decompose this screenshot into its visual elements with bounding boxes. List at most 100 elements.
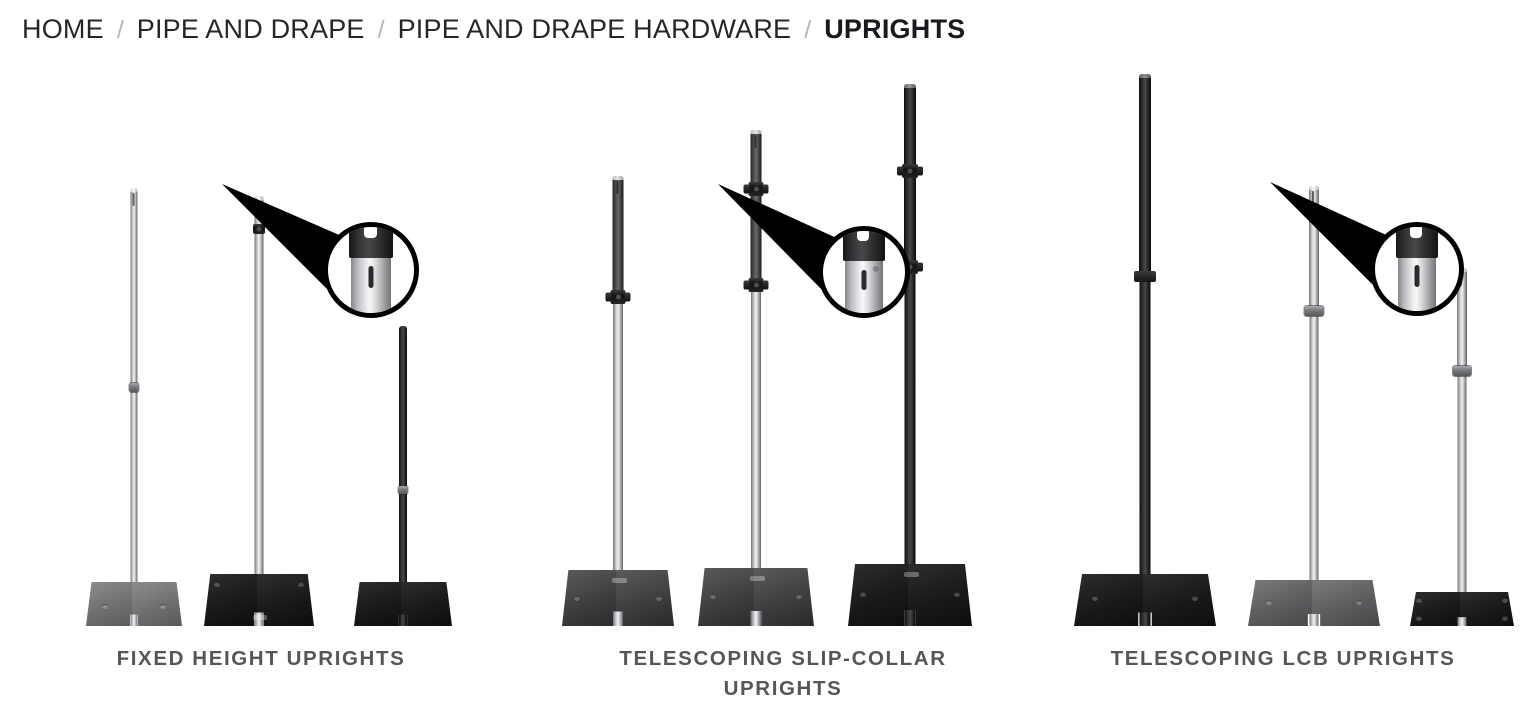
slip-fitter-detail-callout bbox=[710, 178, 942, 358]
base-bolt-icon bbox=[102, 604, 108, 609]
slip-fitter-detail-callout bbox=[1264, 176, 1500, 358]
base-plate-left bbox=[1248, 580, 1316, 626]
collar-wing-left bbox=[605, 292, 612, 302]
collar-wing-right bbox=[917, 166, 923, 176]
collar-wing-left bbox=[897, 166, 903, 176]
base-center-slot bbox=[253, 615, 267, 620]
base-bolt-icon bbox=[1266, 600, 1272, 605]
detail-cap-notch bbox=[1410, 227, 1423, 238]
base-plate-right bbox=[1143, 574, 1216, 626]
fixed-height-upright-black bbox=[354, 311, 452, 626]
category-telescoping-lcb-uprights[interactable]: TELESCOPING LCB UPRIGHTS bbox=[1048, 66, 1518, 714]
lcb-collar-clamp bbox=[1304, 306, 1324, 316]
base-plate-right bbox=[908, 564, 972, 626]
base-bolt-icon bbox=[1416, 598, 1422, 603]
base-bolt-icon bbox=[796, 594, 802, 599]
caption-line-1: TELESCOPING SLIP-COLLAR bbox=[619, 647, 947, 670]
base-plate-left bbox=[354, 582, 405, 626]
collar-wing-left bbox=[743, 280, 750, 290]
slip-collar-clamp-upper bbox=[897, 164, 923, 178]
breadcrumb-separator: / bbox=[377, 16, 385, 44]
fixed-height-upright-silver-tall bbox=[204, 174, 314, 626]
base-center-slot bbox=[904, 572, 919, 577]
product-image-telescoping-lcb-uprights bbox=[1048, 66, 1518, 626]
base-plate-left bbox=[562, 570, 620, 626]
pole-top-cap bbox=[612, 176, 624, 180]
callout-magnifier-circle bbox=[818, 226, 910, 318]
upright-upper-tube bbox=[612, 176, 624, 296]
detail-notched-cap bbox=[843, 231, 885, 261]
telescoping-lcb-upright-silver bbox=[1248, 186, 1380, 626]
base-plate bbox=[204, 574, 314, 626]
lcb-collar-clamp bbox=[1134, 271, 1156, 282]
base-plate-right bbox=[132, 582, 182, 626]
caption-line-2: UPRIGHTS bbox=[723, 677, 843, 700]
slip-fitter-detail-callout bbox=[216, 178, 456, 358]
base-plate-left bbox=[698, 568, 758, 626]
base-bolt-icon bbox=[574, 596, 580, 601]
base-plate-right bbox=[616, 570, 674, 626]
category-telescoping-slip-collar-uprights[interactable]: TELESCOPING SLIP-COLLAR UPRIGHTS bbox=[548, 66, 1018, 714]
telescoping-slip-collar-upright-tall bbox=[698, 116, 814, 626]
detail-pin-slot bbox=[861, 269, 867, 290]
slip-fitter-detail-art bbox=[843, 231, 885, 313]
product-image-fixed-height-uprights bbox=[26, 66, 496, 626]
callout-magnifier-circle bbox=[323, 222, 419, 318]
pole-top-cap bbox=[130, 188, 138, 192]
category-caption-telescoping-slip-collar-uprights: TELESCOPING SLIP-COLLAR UPRIGHTS bbox=[548, 644, 1018, 704]
base-plate-right bbox=[1312, 580, 1380, 626]
collar-wing-right bbox=[624, 292, 631, 302]
base-bolt-icon bbox=[1416, 616, 1422, 621]
collar-wing-right bbox=[762, 280, 769, 290]
detail-pin-slot bbox=[368, 265, 374, 288]
product-category-grid: FIXED HEIGHT UPRIGHTS bbox=[0, 66, 1536, 714]
pole-top-cap bbox=[750, 130, 762, 134]
base-plate-right bbox=[257, 574, 314, 626]
detail-rivet-icon bbox=[873, 266, 879, 273]
pole-slot bbox=[1312, 191, 1314, 204]
base-center-slot bbox=[750, 576, 765, 581]
category-fixed-height-uprights[interactable]: FIXED HEIGHT UPRIGHTS bbox=[26, 66, 496, 714]
breadcrumb-item-pipe-and-drape[interactable]: PIPE AND DRAPE bbox=[136, 14, 365, 44]
base-plate-right bbox=[754, 568, 814, 626]
callout-magnifier-circle bbox=[1370, 222, 1464, 316]
upright-lower-tube bbox=[904, 134, 916, 626]
base-plate bbox=[86, 582, 182, 626]
telescoping-lcb-upright-black bbox=[1074, 74, 1216, 626]
breadcrumb-item-home[interactable]: HOME bbox=[22, 14, 104, 44]
pole-top-cap bbox=[1139, 74, 1151, 78]
collar-wing-right bbox=[762, 184, 769, 194]
base-plate bbox=[1248, 580, 1380, 626]
detail-notched-cap bbox=[349, 227, 393, 259]
base-plate bbox=[698, 568, 814, 626]
base-bolt-icon bbox=[298, 582, 304, 587]
base-bolt-icon bbox=[710, 594, 716, 599]
caption-line-1: TELESCOPING LCB UPRIGHTS bbox=[1110, 647, 1456, 670]
slip-collar-clamp-lower bbox=[743, 278, 769, 292]
base-plate bbox=[562, 570, 674, 626]
breadcrumb-item-pipe-and-drape-hardware[interactable]: PIPE AND DRAPE HARDWARE bbox=[397, 14, 792, 44]
base-plate-left bbox=[848, 564, 912, 626]
base-plate-left bbox=[1074, 574, 1147, 626]
upright-lower-tube bbox=[751, 166, 761, 626]
product-image-telescoping-slip-collar-uprights bbox=[548, 66, 1018, 626]
upright-pole bbox=[399, 326, 407, 626]
base-bolt-icon bbox=[954, 592, 960, 597]
upright-upper-tube bbox=[1139, 74, 1151, 276]
base-bolt-icon bbox=[1192, 596, 1198, 601]
upright-pole bbox=[130, 188, 138, 626]
base-bolt-icon bbox=[656, 596, 662, 601]
base-plate bbox=[1410, 592, 1514, 626]
pole-slot bbox=[132, 193, 135, 206]
pole-joint-collar bbox=[129, 383, 139, 392]
detail-pin-slot bbox=[1414, 264, 1420, 287]
upright-lower-tube bbox=[1139, 126, 1151, 626]
slip-fitter-detail-art bbox=[1396, 227, 1438, 311]
base-plate-right bbox=[401, 582, 452, 626]
collar-wing-right bbox=[917, 262, 923, 272]
base-bolt-icon bbox=[1502, 598, 1508, 603]
base-center-slot bbox=[612, 578, 627, 583]
detail-cap-notch bbox=[857, 231, 870, 241]
category-caption-fixed-height-uprights: FIXED HEIGHT UPRIGHTS bbox=[26, 644, 496, 674]
upright-lower-tube bbox=[613, 218, 623, 626]
